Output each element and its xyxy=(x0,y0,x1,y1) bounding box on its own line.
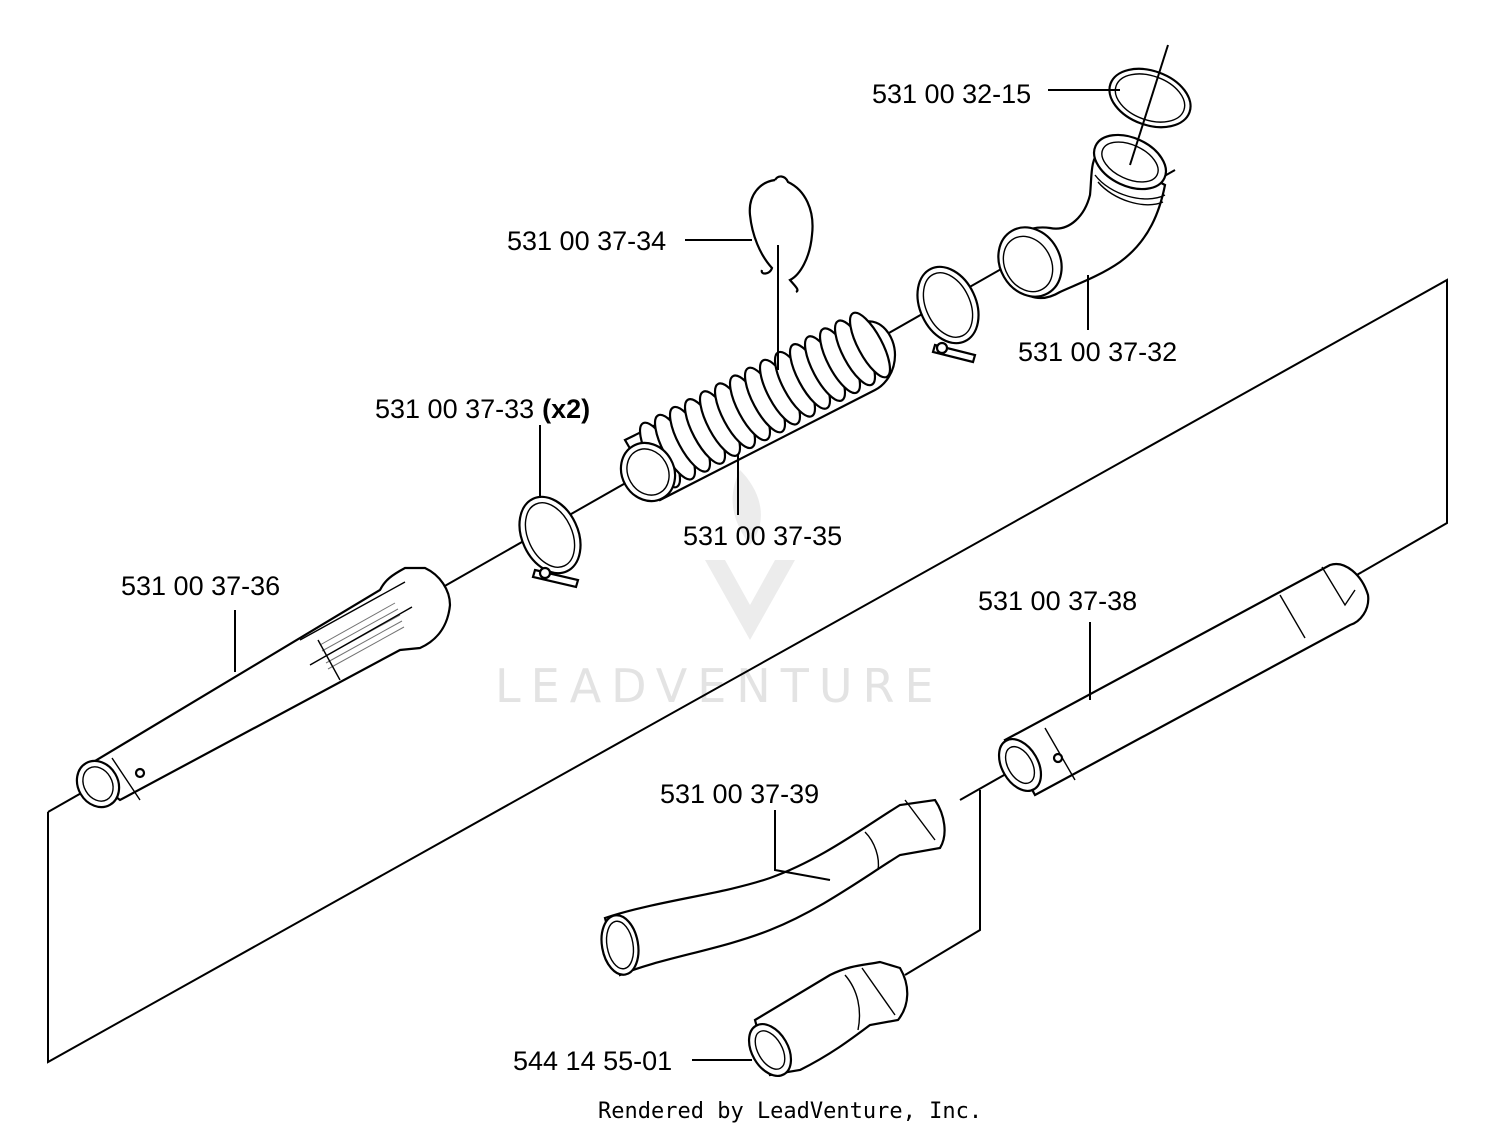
callout-elbow: 531 00 37-32 xyxy=(1018,337,1177,367)
leader-lines xyxy=(234,44,1169,1061)
callout-handle-tube: 531 00 37-36 xyxy=(121,571,280,601)
grip-ribs xyxy=(319,602,405,670)
callout-hose-clamp-number: 531 00 37-33 xyxy=(375,394,534,424)
curved-nozzle-part xyxy=(600,798,946,977)
leadventure-watermark: LEADVENTURE xyxy=(495,470,944,713)
lower-hose-clamp-part xyxy=(518,495,582,589)
callout-label-clip: 531 00 37-34 xyxy=(507,226,666,256)
tapered-nozzle-part xyxy=(747,960,909,1077)
handle-tube-part xyxy=(75,566,452,809)
watermark-text: LEADVENTURE xyxy=(495,659,944,713)
upper-hose-clamp-part xyxy=(916,265,980,364)
callout-straight-tube: 531 00 37-38 xyxy=(978,586,1137,616)
callout-hose-clamp: 531 00 37-33 (x2) xyxy=(375,394,590,424)
callout-tapered-nozzle: 544 14 55-01 xyxy=(513,1046,672,1076)
straight-tube-part xyxy=(997,562,1370,797)
callout-hose-clamp-qty: (x2) xyxy=(542,394,590,424)
callout-labels: 531 00 32-15 531 00 37-34 531 00 37-32 5… xyxy=(121,79,1177,1076)
callout-flex-hose: 531 00 37-35 xyxy=(683,521,842,551)
callout-curved-nozzle: 531 00 37-39 xyxy=(660,779,819,809)
hose-rib xyxy=(848,311,892,379)
label-clip-part xyxy=(748,175,814,293)
footer-credit: Rendered by LeadVenture, Inc. xyxy=(598,1099,982,1124)
flex-hose-part xyxy=(619,311,897,503)
callout-oring: 531 00 32-15 xyxy=(872,79,1031,109)
elbow-part xyxy=(997,133,1168,300)
o-ring-part xyxy=(1108,67,1192,129)
